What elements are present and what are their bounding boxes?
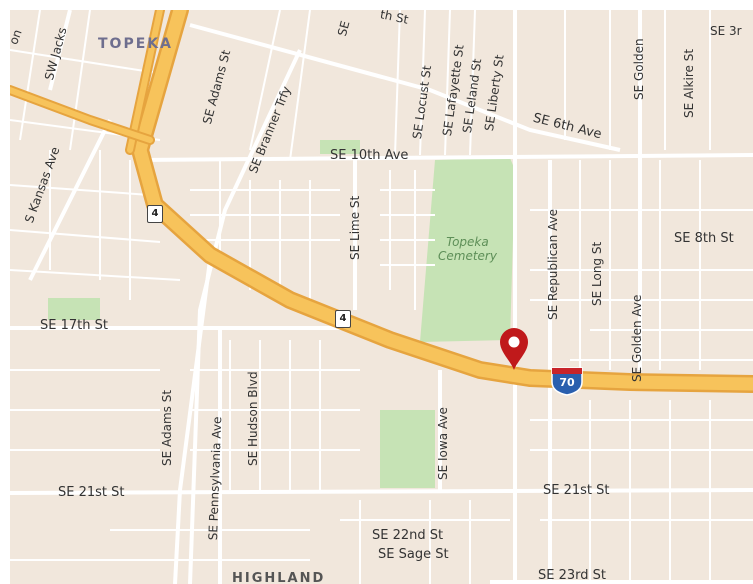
label-se-alkire: SE Alkire St bbox=[682, 48, 696, 118]
highway-ramp bbox=[127, 10, 163, 153]
label-topeka: TOPEKA bbox=[98, 36, 173, 52]
label-se-10th-ave: SE 10th Ave bbox=[330, 148, 409, 163]
road-sw-jackson bbox=[48, 10, 72, 91]
label-se-long-st: SE Long St bbox=[590, 241, 604, 306]
location-marker[interactable] bbox=[497, 326, 531, 372]
shield-us4-top: 4 bbox=[147, 205, 163, 223]
label-se-21st-west: SE 21st St bbox=[58, 485, 125, 500]
interstate-70-shield: 70 bbox=[550, 366, 584, 396]
interstate-shield-icon bbox=[551, 367, 583, 396]
map-pin-icon bbox=[500, 328, 528, 370]
highway-west bbox=[10, 87, 153, 143]
label-se-hudson-blvd: SE Hudson Blvd bbox=[246, 371, 260, 466]
main-streets bbox=[10, 10, 753, 584]
label-highland: HIGHLAND bbox=[232, 571, 326, 584]
label-se-17th-st: SE 17th St bbox=[40, 318, 108, 333]
map-view[interactable]: TOPEKA HIGHLAND Topeka Cemetery on SW Ja… bbox=[10, 10, 753, 584]
park-topeka-cemetery bbox=[420, 158, 515, 342]
label-se-sage-st: SE Sage St bbox=[378, 547, 449, 562]
road-se-6th-ave bbox=[189, 23, 621, 152]
label-se-golden-ave: SE Golden Ave bbox=[630, 294, 644, 382]
interstate-70-number: 70 bbox=[559, 376, 575, 389]
shield-us4-mid: 4 bbox=[335, 310, 351, 328]
label-se-21st-east: SE 21st St bbox=[543, 483, 610, 498]
park-west bbox=[48, 298, 100, 320]
road-s-kansas-ave bbox=[28, 119, 112, 281]
label-se-iowa-ave: SE Iowa Ave bbox=[436, 407, 450, 480]
label-se-adams-south: SE Adams St bbox=[160, 389, 174, 466]
label-se-23rd-st: SE 23rd St bbox=[538, 568, 606, 583]
label-se-22nd-st: SE 22nd St bbox=[372, 528, 444, 543]
park-small-north bbox=[320, 140, 360, 154]
parks-layer bbox=[48, 140, 515, 488]
park-iowa bbox=[380, 410, 435, 488]
label-se-8th-st: SE 8th St bbox=[674, 231, 734, 246]
label-se-lime-st: SE Lime St bbox=[348, 195, 362, 260]
road-se-10th-ave bbox=[139, 153, 753, 162]
label-se-3r: SE 3r bbox=[710, 24, 742, 38]
label-se-republican: SE Republican Ave bbox=[546, 208, 560, 320]
label-se-golden-north: SE Golden bbox=[632, 38, 646, 100]
road-se-21st-st bbox=[10, 488, 753, 495]
label-topeka-cemetery: Topeka Cemetery bbox=[438, 235, 497, 263]
